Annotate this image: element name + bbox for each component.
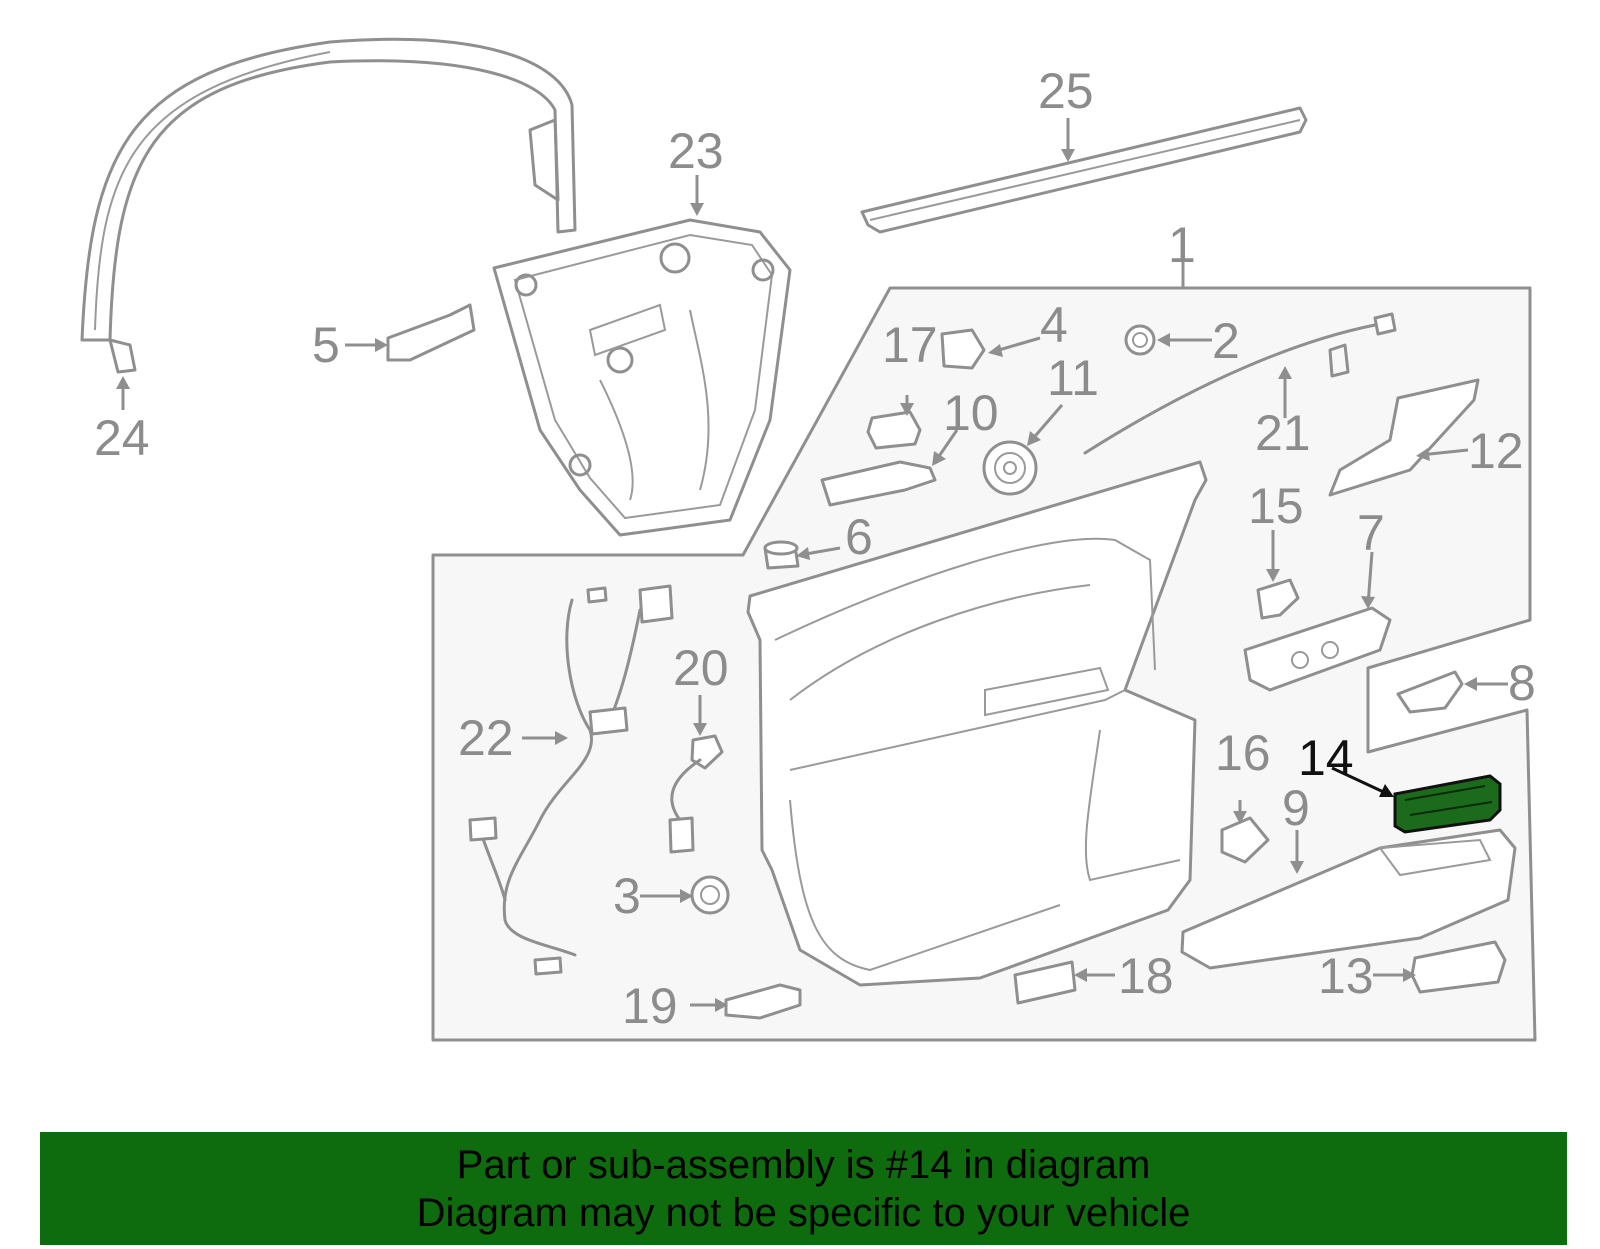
banner-line-part: Part or sub-assembly is #14 in diagram — [456, 1142, 1151, 1187]
part-16-clip — [1220, 816, 1270, 864]
callout-13: 13 — [1318, 948, 1374, 1004]
part-25-belt-molding — [860, 106, 1308, 234]
part-21-cable — [1083, 312, 1397, 455]
part-14-highlighted — [1393, 774, 1502, 834]
part-15-clip — [1256, 578, 1300, 620]
part-1-door-panel — [746, 460, 1208, 987]
callout-2: 2 — [1212, 313, 1240, 369]
banner-line-disclaimer: Diagram may not be specific to your vehi… — [416, 1190, 1191, 1235]
part-11-speaker — [982, 440, 1038, 496]
callout-4: 4 — [1040, 297, 1068, 353]
callout-14: 14 — [1298, 730, 1354, 786]
part-6-pin — [763, 540, 800, 570]
callout-25: 25 — [1038, 63, 1094, 119]
part-12-trim — [1328, 378, 1480, 497]
part-9-armrest — [1180, 828, 1517, 970]
callout-21: 21 — [1255, 405, 1311, 461]
part-22-harness — [468, 584, 674, 976]
part-18-plate — [1013, 960, 1077, 1005]
part-4-connector — [940, 328, 986, 370]
part-5-bracket — [386, 303, 476, 362]
info-banner: Part or sub-assembly is #14 in diagram D… — [40, 1132, 1567, 1245]
callout-10: 10 — [943, 385, 999, 441]
callout-23: 23 — [668, 123, 724, 179]
part-20-sensor — [668, 734, 724, 854]
callout-5: 5 — [312, 317, 340, 373]
callout-22: 22 — [458, 710, 514, 766]
part-2-fastener — [1124, 324, 1156, 356]
callout-16: 16 — [1215, 725, 1271, 781]
callout-8: 8 — [1508, 655, 1536, 711]
callout-6: 6 — [845, 509, 873, 565]
callout-19: 19 — [622, 978, 678, 1034]
part-19-bracket — [724, 983, 802, 1020]
callout-labels: 1 2 3 4 5 6 7 8 9 10 11 12 13 14 15 16 1… — [94, 63, 1536, 1034]
callout-24: 24 — [94, 410, 150, 466]
callout-1: 1 — [1168, 217, 1196, 273]
part-24-window-frame — [80, 37, 577, 374]
leader-arrows — [116, 118, 1508, 1012]
part-7-switch-bezel — [1243, 606, 1392, 692]
callout-12: 12 — [1468, 423, 1524, 479]
part-23-door-module — [492, 218, 792, 537]
part-10-handle — [820, 460, 937, 507]
callout-18: 18 — [1118, 948, 1174, 1004]
callout-20: 20 — [673, 640, 729, 696]
callout-17: 17 — [882, 317, 938, 373]
callout-7: 7 — [1357, 505, 1385, 561]
callout-11: 11 — [1047, 350, 1099, 406]
callout-9: 9 — [1282, 780, 1310, 836]
part-3-grommet — [690, 875, 730, 915]
callout-15: 15 — [1248, 478, 1304, 534]
part-17-clip — [866, 410, 922, 450]
callout-3: 3 — [613, 868, 641, 924]
part-8-cover — [1396, 670, 1464, 714]
